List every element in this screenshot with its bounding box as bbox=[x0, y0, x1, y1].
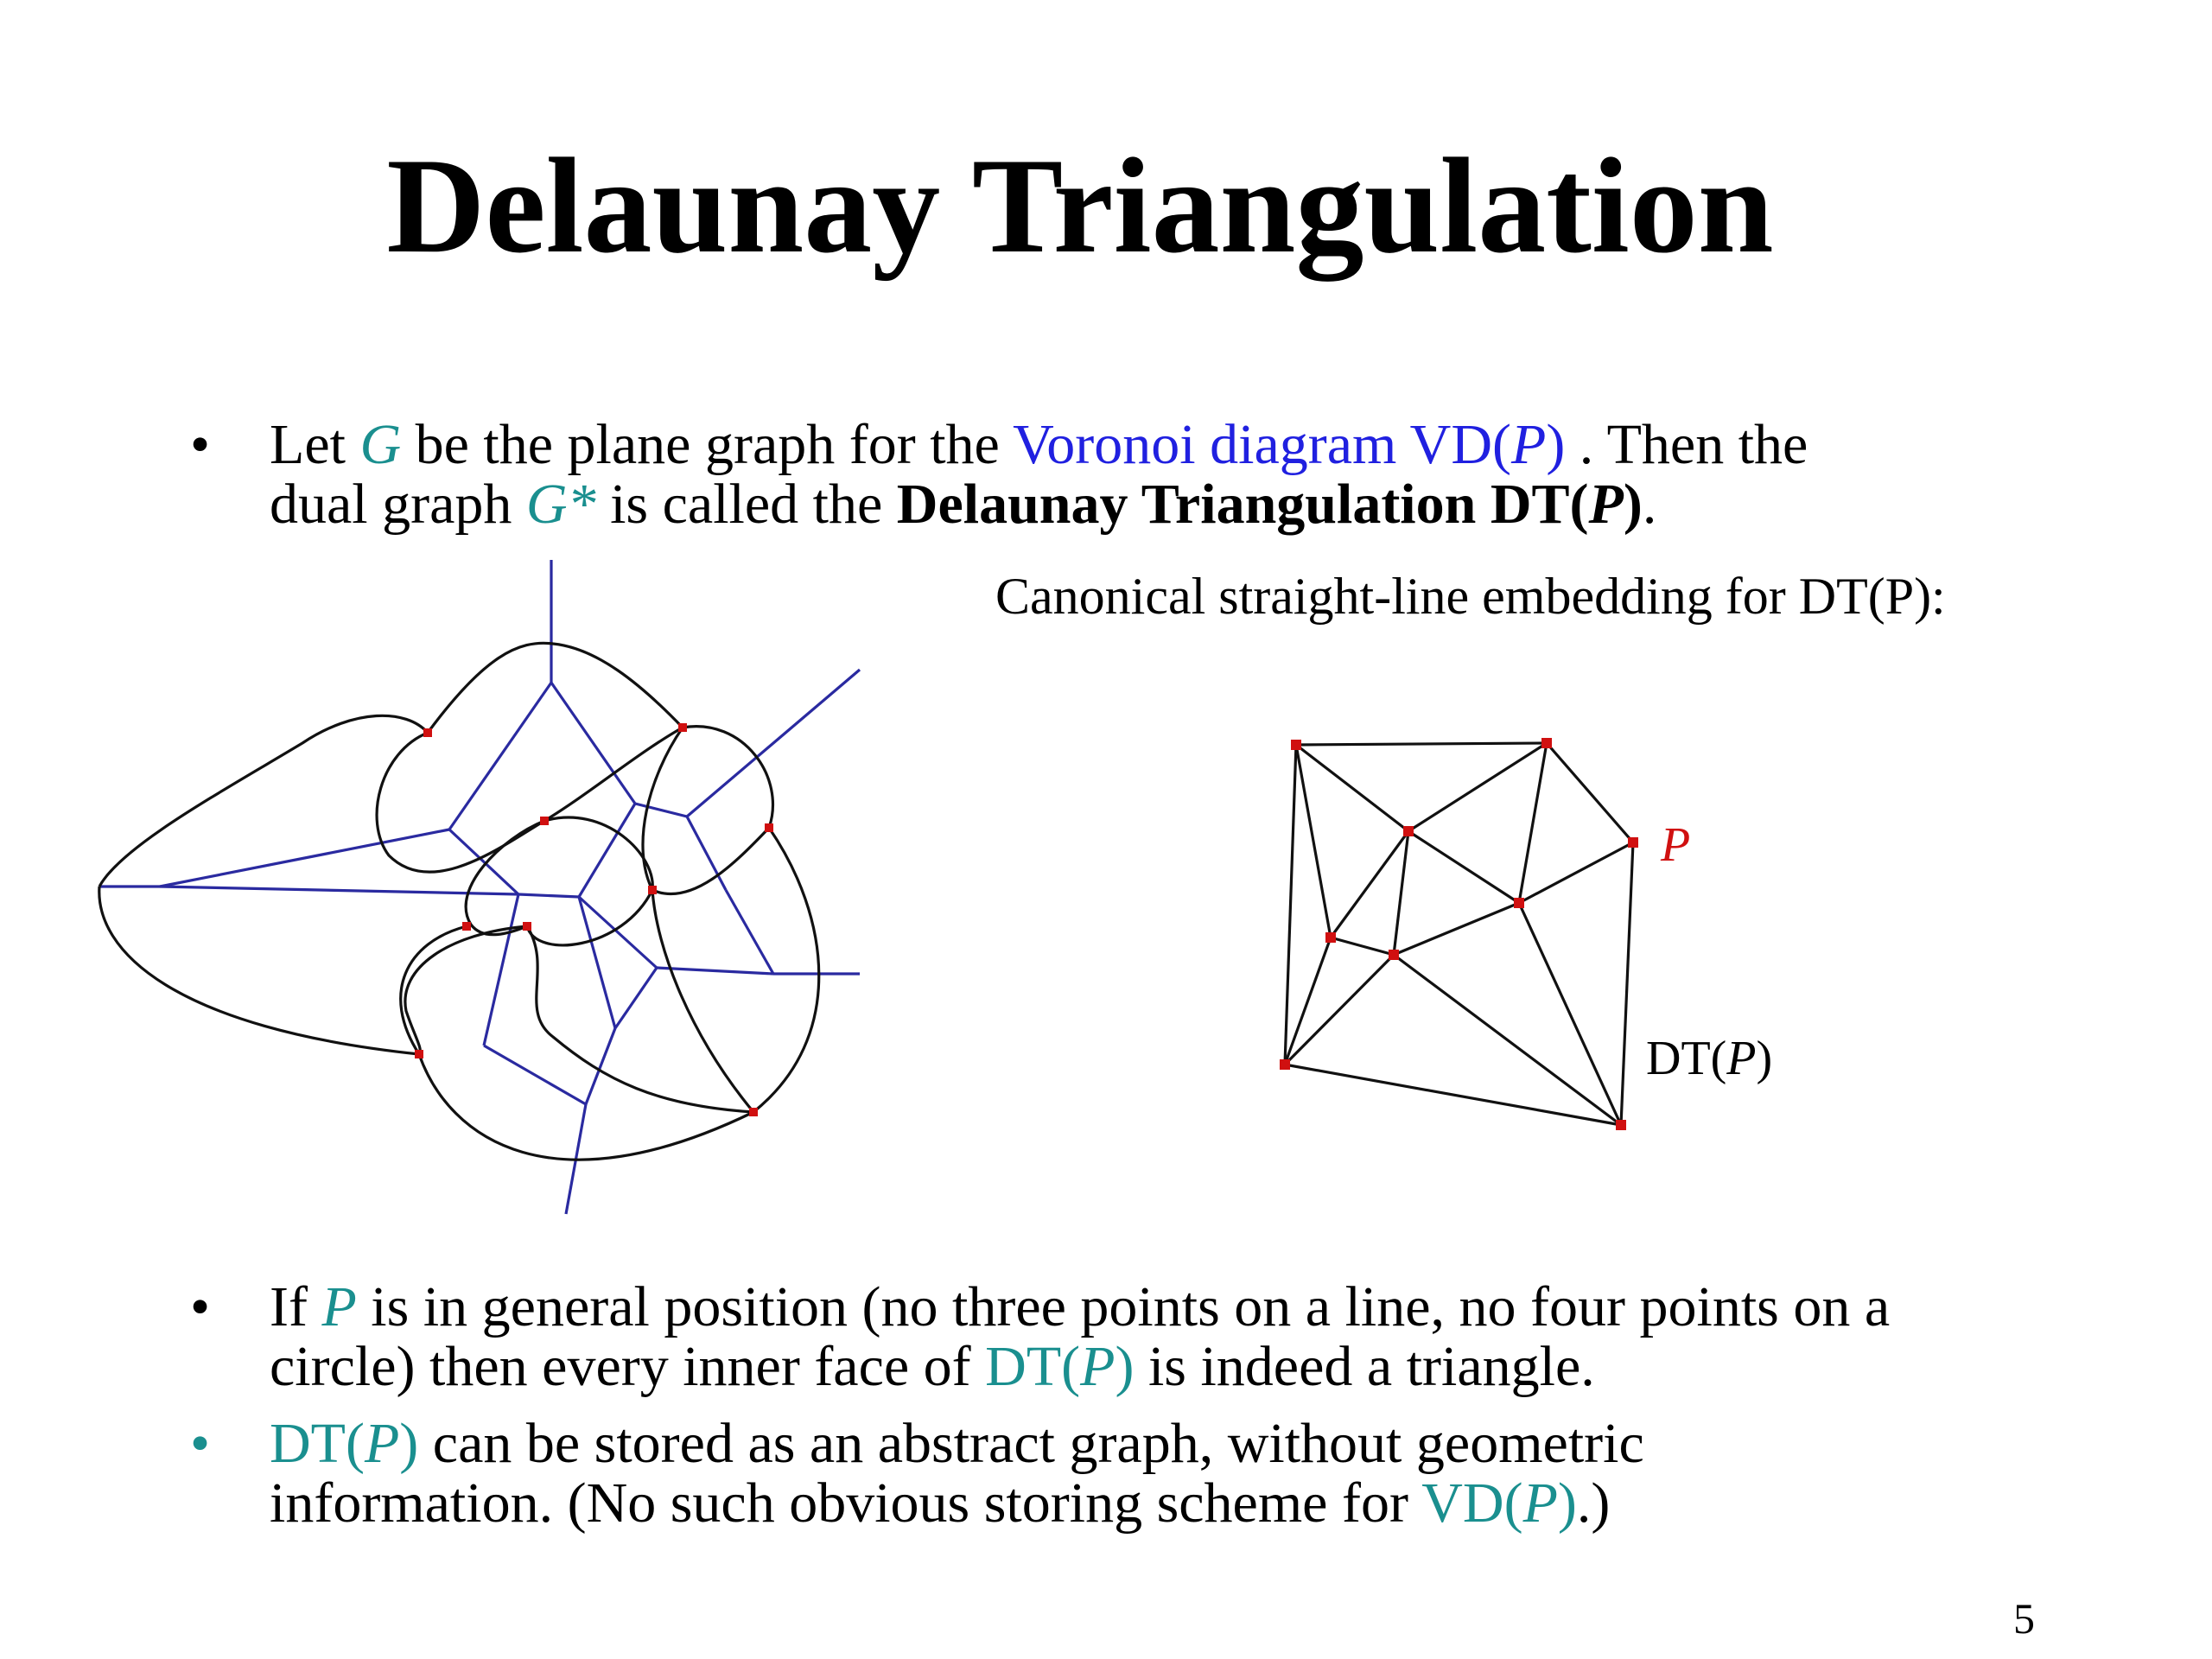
text: is called the bbox=[595, 473, 897, 536]
figure-caption: Canonical straight-line embedding for DT… bbox=[995, 568, 1946, 625]
text: Let bbox=[270, 413, 360, 476]
bullet-voronoi-dual: • Let G be the plane graph for the Voron… bbox=[190, 413, 2084, 536]
symbol-g: G bbox=[359, 413, 402, 476]
term-dt: DT(P) bbox=[270, 1412, 419, 1475]
text: is in general position (no three points … bbox=[356, 1275, 1891, 1338]
term-delaunay: Delaunay Triangulation DT(P) bbox=[896, 473, 1643, 536]
bullet-marker: • bbox=[190, 413, 211, 476]
text: If bbox=[270, 1275, 322, 1338]
delaunay-figure bbox=[1280, 738, 1638, 1130]
bullet-abstract-graph: • DT(P) can be stored as an abstract gra… bbox=[190, 1412, 2084, 1535]
text: dual graph bbox=[270, 473, 526, 536]
voronoi-figure bbox=[98, 560, 861, 1215]
point-set-label: P bbox=[1661, 818, 1691, 872]
page-number: 5 bbox=[2013, 1594, 2035, 1643]
triangulation-edges bbox=[1283, 741, 1635, 1127]
voronoi-edges bbox=[99, 560, 861, 1215]
symbol-g-star: G* bbox=[525, 473, 596, 536]
bullet-marker: • bbox=[190, 1275, 211, 1338]
text: information. (No such obvious storing sc… bbox=[270, 1471, 1422, 1535]
triangulation-vertices bbox=[1280, 738, 1638, 1130]
dual-graph-edges bbox=[98, 641, 821, 1161]
term-dt: DT(P) bbox=[985, 1335, 1135, 1398]
text: is indeed a triangle. bbox=[1134, 1335, 1595, 1398]
dt-label: DT(P) bbox=[1646, 1032, 1773, 1085]
term-vd: VD(P) bbox=[1421, 1471, 1577, 1535]
bullet-general-position: • If P is in general position (no three … bbox=[190, 1275, 2084, 1398]
text: . bbox=[1642, 473, 1657, 536]
link-voronoi-diagram[interactable]: Voronoi diagram VD(P) bbox=[1013, 413, 1566, 476]
text: .) bbox=[1576, 1471, 1611, 1535]
voronoi-sites bbox=[415, 723, 773, 1116]
text: can be stored as an abstract graph, with… bbox=[418, 1412, 1644, 1475]
symbol-p: P bbox=[321, 1275, 357, 1338]
text: circle) then every inner face of bbox=[270, 1335, 986, 1398]
text: . Then the bbox=[1565, 413, 1808, 476]
text: be the plane graph for the bbox=[401, 413, 1014, 476]
slide-title: Delaunay Triangulation bbox=[386, 130, 1774, 282]
bullet-marker: • bbox=[190, 1412, 211, 1475]
